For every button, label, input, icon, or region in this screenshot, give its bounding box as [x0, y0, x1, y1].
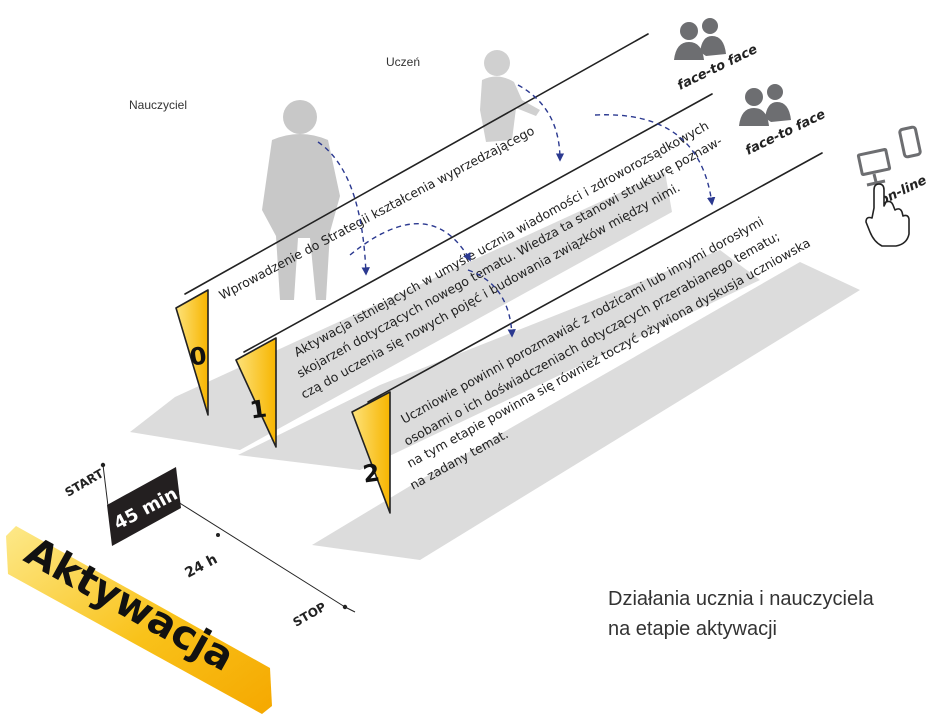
- hand-pointer-icon: [865, 183, 910, 247]
- student-label: Uczeń: [386, 55, 420, 69]
- panel-2-number: 2: [361, 459, 381, 489]
- panel-0-tab: [175, 289, 209, 416]
- duration-box: [107, 467, 181, 546]
- phone-icon: [898, 125, 922, 159]
- people-icon-2: [739, 84, 791, 126]
- teacher-label: Nauczyciel: [129, 98, 187, 112]
- people-icon-1: [674, 18, 726, 60]
- student-silhouette: [480, 50, 540, 142]
- stage-title-background: [6, 526, 272, 714]
- panel-1-number: 1: [248, 395, 268, 425]
- teacher-silhouette: [262, 100, 340, 300]
- panel-2-shadow: [312, 262, 860, 560]
- panel-1-board: [243, 93, 713, 353]
- timeline-start-label: START: [63, 466, 107, 500]
- monitor-icon: [856, 147, 892, 187]
- caption: Działania ucznia i nauczyciela na etapie…: [608, 584, 938, 644]
- panel-1-tab: [235, 337, 277, 448]
- panel-2-board: [367, 152, 823, 403]
- duration-line-label: 24 h: [182, 551, 220, 581]
- timeline-main-line: [177, 501, 346, 608]
- timeline-stop-label: STOP: [291, 599, 329, 629]
- panel-0-number: 0: [188, 342, 208, 372]
- timeline-stop-tick: [344, 606, 356, 613]
- caption-line-1: Działania ucznia i nauczyciela: [608, 588, 874, 610]
- panel-0-board: [184, 33, 649, 295]
- stage-title: Aktywacja: [17, 529, 241, 681]
- arrow-panel-0-to-panel-1: [349, 223, 471, 262]
- panel-2-tab: [351, 391, 391, 514]
- timeline-start-tick: [102, 464, 109, 507]
- arrow-panel-0-to-panel-2: [467, 269, 516, 338]
- caption-line-2: na etapie aktywacji: [608, 618, 777, 640]
- arrow-panel-1-to-panel-2: [594, 114, 716, 206]
- arrow-student-to-panel-0: [517, 84, 565, 162]
- arrow-teacher-to-panel-0: [317, 141, 370, 276]
- stage-title-stamp: Aktywacja: [6, 526, 272, 714]
- flow-arrows: [317, 84, 716, 338]
